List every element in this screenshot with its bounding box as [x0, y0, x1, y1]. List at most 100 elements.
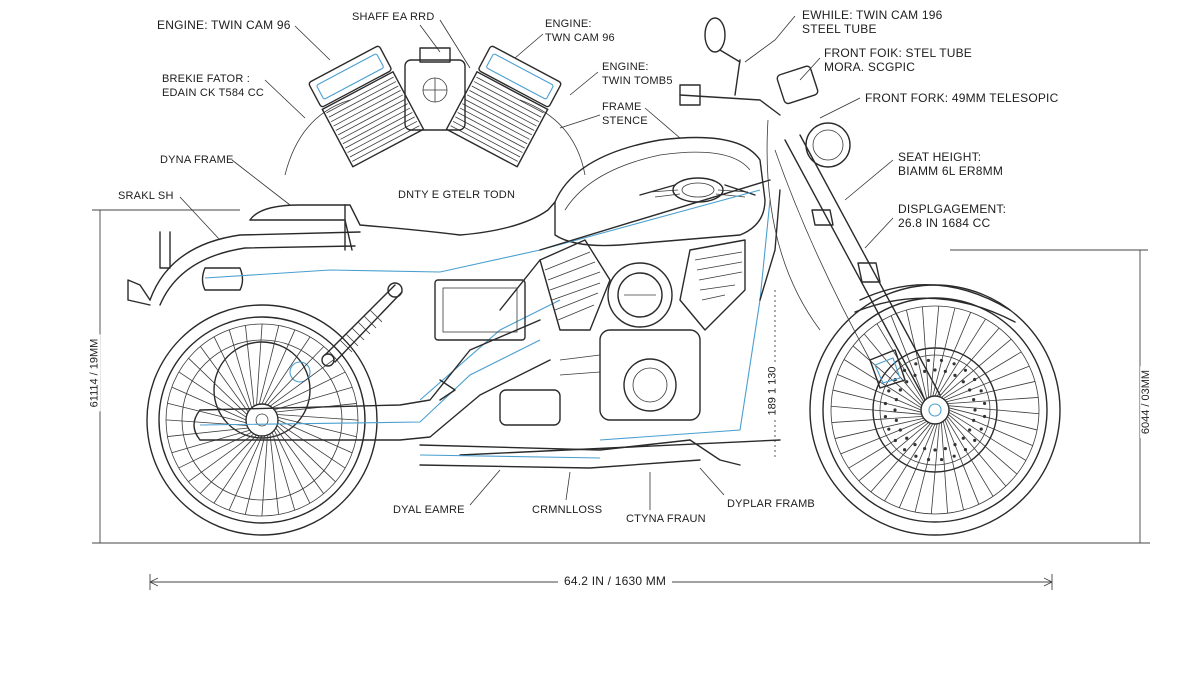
wheel-spoke — [944, 365, 1030, 401]
rotor-hole — [898, 428, 902, 432]
wheel-spoke — [852, 345, 922, 406]
wheel-spoke — [832, 389, 922, 413]
wheel-spoke — [277, 416, 357, 438]
wheel-spoke — [245, 325, 255, 407]
wheel-spoke — [948, 414, 1018, 475]
motorcycle-body — [127, 17, 1016, 469]
rotor-hole — [943, 369, 947, 373]
wheel-spoke — [940, 422, 948, 514]
wheel-spoke — [167, 427, 249, 437]
rotor-hole — [893, 438, 897, 443]
wheel-spoke — [171, 386, 247, 421]
rotor-hole — [914, 362, 918, 366]
wheel-spoke — [269, 433, 279, 515]
rotor-hole — [982, 401, 987, 406]
wheel-spoke — [943, 351, 1022, 400]
wheel-spoke — [273, 430, 311, 504]
wheel-spoke — [228, 329, 253, 408]
label-dyna-frame: DYNA FRAME — [160, 154, 234, 166]
label-ewhile-twin-cam: EWHILE: TWIN CAM 196 STEEL TUBE — [802, 8, 943, 36]
wheel-spoke — [277, 414, 359, 421]
rotor-hole — [893, 408, 897, 412]
label-front-fork-steel: FRONT FOIK: STEL TUBE MORA. SCGPIC — [824, 46, 973, 74]
wheel-spoke — [890, 315, 926, 401]
wheel-spoke — [848, 420, 927, 469]
label-engine-twin-cam-96: ENGINE: TWIN CAM 96 — [157, 18, 291, 32]
rotor-hole — [923, 369, 927, 373]
rotor-hole — [963, 448, 968, 452]
wheel-spoke — [948, 411, 1027, 461]
wheel-spoke — [942, 421, 964, 511]
rotor-hole — [968, 428, 972, 432]
wheel-spoke — [267, 346, 325, 406]
wheel-spoke — [946, 381, 1036, 403]
wheel-spoke — [840, 419, 926, 455]
wheel-spoke — [277, 419, 353, 454]
rotor-hole — [972, 418, 976, 422]
wheel-spoke — [930, 306, 940, 397]
wheel-spoke — [269, 358, 336, 407]
wheel-spoke — [876, 323, 925, 402]
wheel-spoke — [947, 416, 1007, 487]
engine-detail-inset — [284, 45, 586, 176]
wheel-spoke — [277, 422, 346, 469]
wheel-spoke — [947, 397, 1039, 405]
wheel-spoke — [914, 423, 938, 513]
rotor-hole — [972, 398, 976, 402]
wheel-spoke — [275, 427, 324, 494]
rotor-hole — [982, 414, 987, 419]
wheel-spoke — [271, 432, 296, 511]
wheel-spoke — [213, 435, 260, 504]
rotor-hole — [887, 389, 891, 393]
rotor-hole — [952, 362, 956, 366]
wheel-spoke — [944, 419, 980, 505]
wheel-spoke — [274, 386, 353, 411]
rotor-hole — [894, 398, 898, 402]
label-dyal-eame: DYAL EAMRE — [393, 504, 465, 516]
wheel-spoke — [276, 425, 336, 483]
wheel-spoke — [188, 433, 255, 482]
rotor-hole — [923, 447, 927, 451]
wheel-spoke — [884, 423, 934, 502]
wheel-spoke — [934, 312, 972, 397]
rotor-hole — [973, 408, 977, 412]
wheel-spoke — [922, 306, 930, 398]
label-left-height: 61114 / 19MM — [88, 334, 101, 412]
wheel-spoke — [898, 423, 936, 508]
label-front-fork-49mm: FRONT FORK: 49MM TELESOPIC — [865, 91, 1059, 105]
rotor-hole — [943, 447, 947, 451]
wheel-spoke — [941, 338, 1012, 398]
label-mid-height: 189 1 130 — [766, 363, 779, 419]
wheel-spoke — [948, 405, 1039, 415]
wheel-spoke — [188, 357, 248, 415]
wheel-spoke — [948, 407, 1038, 431]
rotor-hole — [961, 436, 965, 440]
rotor-hole — [961, 380, 965, 384]
wheel-spoke — [837, 373, 922, 411]
wheel-spoke — [831, 405, 922, 415]
wheel-spoke — [171, 429, 250, 454]
rotor-hole — [913, 373, 917, 377]
label-engine-twin-tcm: ENGINE: TWIN TOMB5 — [602, 61, 673, 87]
wheel-spoke — [863, 333, 923, 404]
rotor-hole — [913, 443, 917, 447]
rotor-hole — [883, 401, 888, 406]
wheel-spoke — [167, 402, 247, 424]
rotor-hole — [952, 454, 956, 458]
leader-lines — [179, 15, 894, 510]
rotor-hole — [973, 438, 977, 443]
rotor-hole — [894, 418, 898, 422]
wheel-spoke — [939, 327, 1000, 397]
label-brekie-fator: BREKIE FATOR : EDAIN CK T584 CC — [162, 73, 265, 99]
wheel-spoke — [199, 434, 257, 494]
dimension-lines — [92, 209, 1150, 590]
rotor-hole — [953, 443, 957, 447]
wheel-spoke — [831, 415, 923, 423]
rotor-hole — [979, 389, 983, 393]
wheel-spoke — [213, 336, 251, 410]
wheel-spoke — [906, 309, 928, 399]
wheel-spoke — [256, 323, 263, 405]
wheel-spoke — [258, 325, 280, 405]
